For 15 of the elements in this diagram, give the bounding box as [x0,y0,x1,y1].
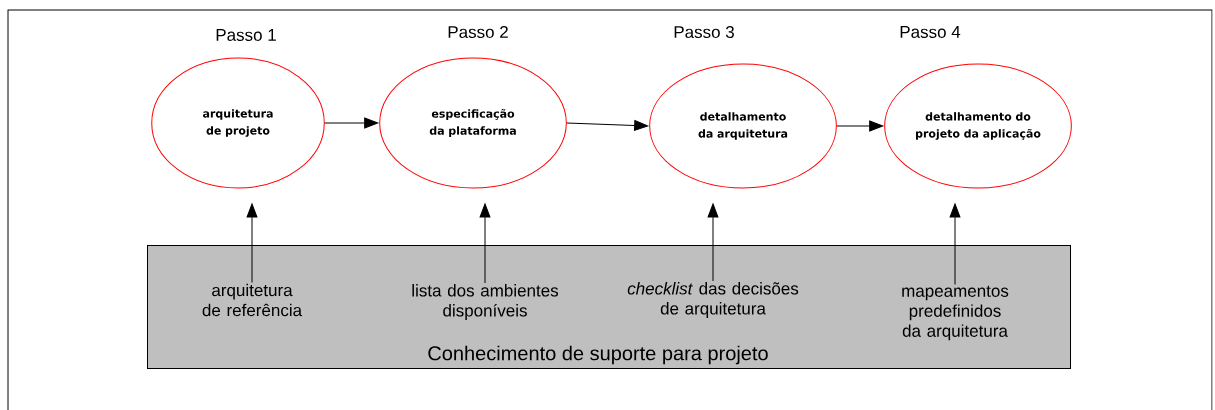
arrow [707,203,719,282]
knowledge-text: checklist das decisões de arquitetura [627,282,799,318]
step-heading: Passo 2 [448,26,508,39]
arrow [949,203,961,286]
arrow [566,120,649,131]
arrow [836,120,884,132]
arrow [324,117,379,129]
knowledge-text: mapeamentos predefinidos da arquitetura [902,285,1009,341]
step-heading: Passo 4 [900,26,961,38]
knowledge-text: arquitetura de referência [202,283,303,317]
arrow [479,203,491,284]
step-heading: Passo 3 [674,26,734,39]
arrow [246,203,258,284]
knowledge-text: lista dos ambientes disponíveis [412,284,559,320]
step-heading: Passo 1 [216,29,276,41]
